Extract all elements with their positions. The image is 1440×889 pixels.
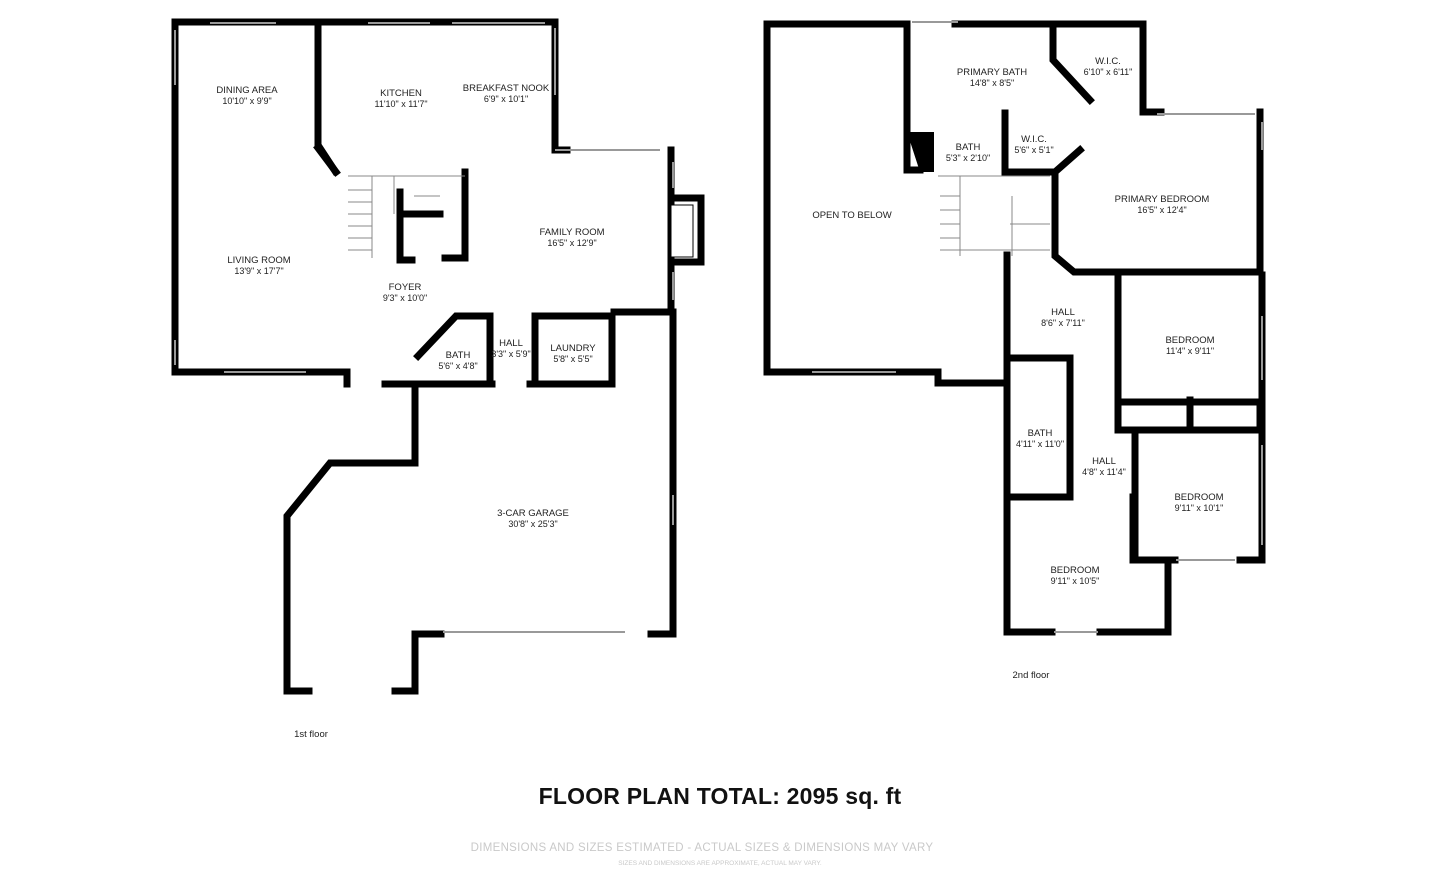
bath-2-label: BATH (956, 142, 981, 153)
garage-label: 3-CAR GARAGE (497, 508, 569, 519)
open-to-below-label: OPEN TO BELOW (812, 210, 891, 221)
hall-1-label: HALL (499, 338, 523, 349)
living-room-dim: 13'9" x 17'7" (234, 266, 283, 276)
family-room-dim: 16'5" x 12'9" (547, 238, 596, 248)
wic-2-dim: 5'6" x 5'1" (1014, 145, 1053, 155)
wic-1-label: W.I.C. (1095, 56, 1121, 67)
family-room-label: FAMILY ROOM (539, 227, 604, 238)
kitchen-dim: 11'10" x 11'7" (374, 99, 427, 109)
kitchen-label: KITCHEN (380, 88, 422, 99)
second-floor-walls (763, 20, 1266, 636)
hall-2-dim: 8'6" x 7'11" (1041, 318, 1085, 328)
wic-1-dim: 6'10" x 6'11" (1084, 67, 1133, 77)
bath-3-label: BATH (1028, 428, 1053, 439)
primary-bath-dim: 14'8" x 8'5" (970, 78, 1014, 88)
bedroom-2-dim: 9'11" x 10'1" (1175, 503, 1224, 513)
foyer-dim: 9'3" x 10'0" (383, 293, 427, 303)
primary-bedroom-label: PRIMARY BEDROOM (1115, 194, 1210, 205)
bedroom-1-dim: 11'4" x 9'11" (1166, 346, 1214, 356)
bath-1-dim: 5'6" x 4'8" (438, 361, 477, 371)
dining-area-dim: 10'10" x 9'9" (222, 96, 271, 106)
breakfast-nook-label: BREAKFAST NOOK (463, 83, 550, 94)
bedroom-1-label: BEDROOM (1165, 335, 1214, 346)
disclaimer: DIMENSIONS AND SIZES ESTIMATED - ACTUAL … (470, 842, 934, 854)
first-floor-labels: DINING AREA 10'10" x 9'9" KITCHEN 11'10"… (216, 83, 604, 740)
hall-3-dim: 4'8" x 11'4" (1082, 467, 1126, 477)
wic-2-label: W.I.C. (1021, 134, 1047, 145)
disclaimer-small: SIZES AND DIMENSIONS ARE APPROXIMATE, AC… (618, 860, 822, 867)
foyer-label: FOYER (389, 282, 422, 293)
laundry-label: LAUNDRY (550, 343, 596, 354)
floor-plan-total: FLOOR PLAN TOTAL: 2095 sq. ft (538, 783, 902, 809)
first-floor-walls (171, 18, 705, 695)
dining-area-label: DINING AREA (216, 85, 278, 96)
hall-1-dim: 3'3" x 5'9" (491, 349, 530, 359)
second-floor-stairs (938, 175, 1050, 256)
bedroom-3-label: BEDROOM (1050, 565, 1099, 576)
laundry-dim: 5'8" x 5'5" (553, 354, 592, 364)
fireplace-icon (670, 204, 694, 258)
bath-1-label: BATH (446, 350, 471, 361)
second-floor-windows (812, 21, 1263, 633)
living-room-label: LIVING ROOM (227, 255, 290, 266)
bedroom-2-label: BEDROOM (1174, 492, 1223, 503)
breakfast-nook-dim: 6'9" x 10'1" (484, 94, 528, 104)
first-floor-stairs (348, 175, 465, 258)
garage-dim: 30'8" x 25'3" (508, 519, 557, 529)
hall-3-label: HALL (1092, 456, 1116, 467)
first-floor-label: 1st floor (294, 729, 328, 740)
second-floor-labels: PRIMARY BATH 14'8" x 8'5" W.I.C. 6'10" x… (812, 56, 1223, 681)
bath-3-dim: 4'11" x 11'0" (1016, 439, 1064, 449)
primary-bath-label: PRIMARY BATH (957, 67, 1027, 78)
bedroom-3-dim: 9'11" x 10'5" (1051, 576, 1100, 586)
first-floor-windows (174, 22, 674, 633)
hall-2-label: HALL (1051, 307, 1075, 318)
primary-bedroom-dim: 16'5" x 12'4" (1137, 205, 1186, 215)
bath-2-dim: 5'3" x 2'10" (946, 153, 990, 163)
second-floor-label: 2nd floor (1013, 670, 1050, 681)
second-floor-fill (907, 132, 934, 172)
